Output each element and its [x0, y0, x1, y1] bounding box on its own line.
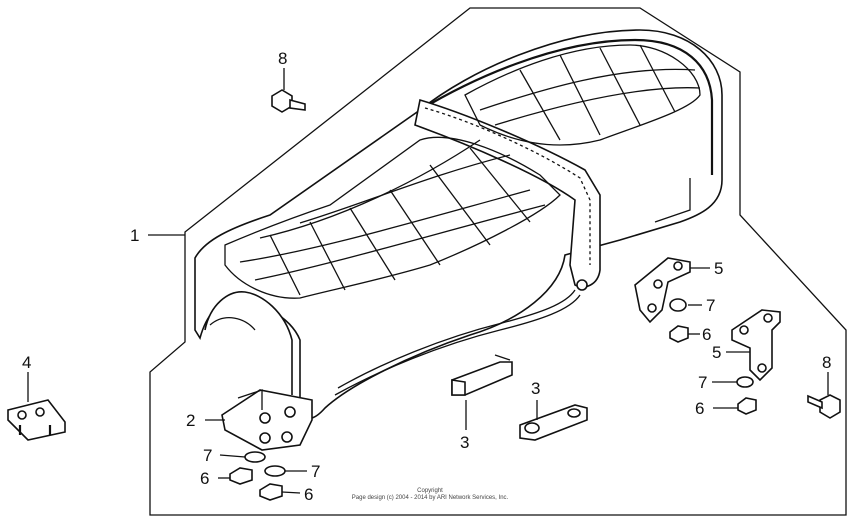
callout-nut-a: 6	[200, 469, 209, 488]
copyright-line1: Copyright	[417, 488, 443, 494]
callout-bracket-right-b: 5	[712, 343, 721, 362]
bolt-right-illustration	[807, 394, 841, 419]
callout-cushion-left: 3	[460, 433, 469, 452]
callout-washer-b: 7	[311, 462, 320, 481]
washer-b-illustration	[264, 465, 286, 477]
callout-nut-b: 6	[304, 485, 313, 504]
right-bracket-b-illustration	[731, 309, 781, 382]
copyright-line2: Page design (c) 2004 - 2014 by ARI Netwo…	[351, 495, 509, 501]
nut-c-illustration	[669, 325, 689, 343]
bolt-top-illustration	[271, 89, 306, 113]
nut-a-illustration	[229, 467, 253, 485]
callout-nut-c: 6	[702, 325, 711, 344]
hook-illustration	[7, 399, 66, 441]
washer-c-illustration	[669, 298, 687, 312]
callout-washer-c: 7	[706, 296, 715, 315]
cushion-left-illustration	[451, 354, 513, 396]
callout-seat: 1	[130, 226, 139, 245]
callout-cushion-right: 3	[531, 379, 540, 398]
callout-bolt-top: 8	[278, 49, 287, 68]
callout-hook: 4	[22, 353, 31, 372]
assembly-outline	[149, 7, 847, 516]
callout-bracket-right-a: 5	[714, 259, 723, 278]
washer-d-illustration	[736, 376, 754, 388]
callout-bracket-front: 2	[186, 411, 195, 430]
cushion-right-illustration	[519, 404, 588, 441]
callout-nut-d: 6	[695, 399, 704, 418]
callout-bolt-right: 8	[822, 353, 831, 372]
nut-b-illustration	[259, 483, 283, 501]
washer-a-illustration	[244, 451, 266, 463]
nut-d-illustration	[737, 397, 757, 415]
right-bracket-a-illustration	[634, 257, 691, 324]
front-bracket-illustration	[221, 389, 313, 451]
callout-washer-a: 7	[203, 446, 212, 465]
callout-washer-d: 7	[698, 373, 707, 392]
seat-illustration	[194, 29, 723, 420]
copyright-notice: Copyright Page design (c) 2004 - 2014 by…	[330, 488, 530, 502]
